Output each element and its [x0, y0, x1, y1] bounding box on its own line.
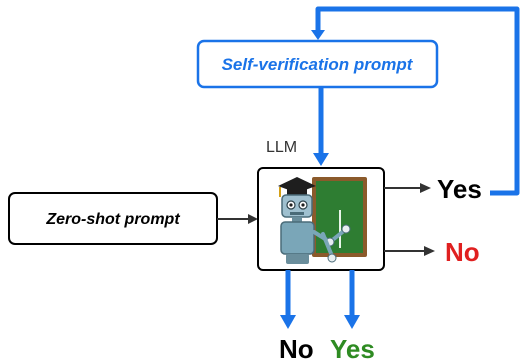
feedback-loop-line [315, 6, 520, 196]
llm-to-bottom-no-arrowhead [280, 315, 296, 329]
self-verification-label: Self-verification prompt [222, 55, 414, 74]
llm-label: LLM [266, 139, 297, 156]
llm-to-bottom-yes-arrowhead [344, 315, 360, 329]
right-no-label: No [445, 237, 480, 267]
llm-to-yes-arrowhead [420, 183, 431, 193]
self-verification-box: Self-verification prompt [196, 39, 439, 89]
verification-to-llm-arrowhead [313, 153, 329, 166]
robot-icon [278, 177, 351, 264]
right-yes-label: Yes [437, 174, 482, 204]
chalkboard-icon [312, 177, 367, 257]
bottom-yes-label: Yes [330, 334, 375, 362]
zero-shot-label: Zero-shot prompt [45, 211, 180, 228]
feedback-loop-arrowhead [311, 30, 325, 40]
zero-shot-box: Zero-shot prompt [8, 192, 218, 245]
zero-shot-to-llm-arrowhead [248, 214, 258, 224]
bottom-no-label: No [279, 334, 314, 362]
llm-to-no-arrowhead [424, 246, 435, 256]
graduation-cap-icon [278, 177, 316, 197]
